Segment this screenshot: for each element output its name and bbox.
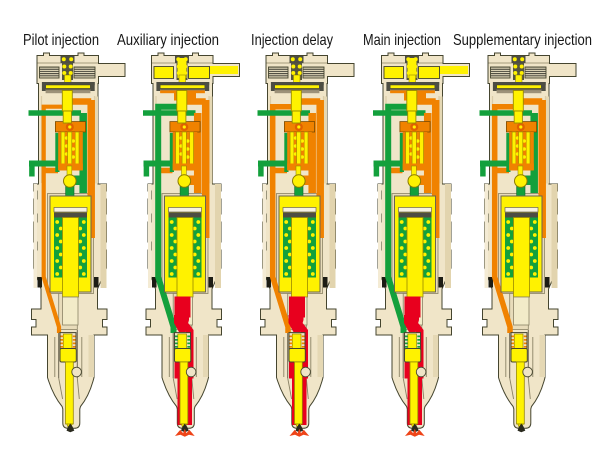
svg-text:Main injection: Main injection — [363, 32, 441, 49]
svg-text:Injection delay: Injection delay — [251, 32, 333, 49]
svg-text:Supplementary injection: Supplementary injection — [453, 32, 592, 49]
svg-text:Pilot injection: Pilot injection — [23, 32, 99, 49]
svg-text:Auxiliary injection: Auxiliary injection — [117, 32, 219, 49]
